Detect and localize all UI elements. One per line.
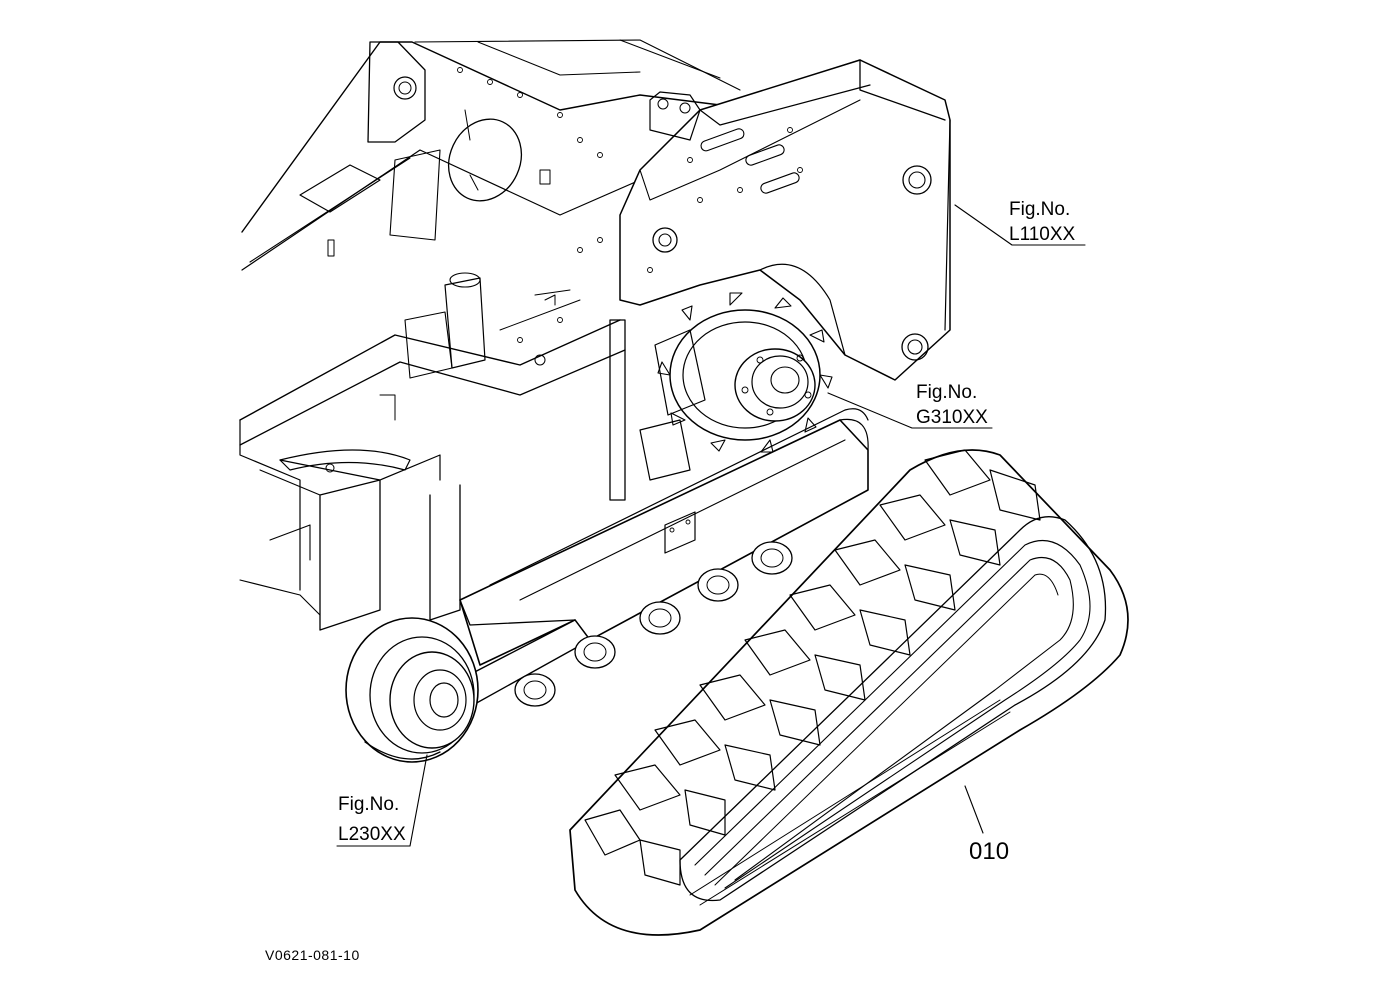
callout-track-part-number: 010 <box>969 838 1009 865</box>
frame-fasteners <box>457 67 603 343</box>
sprocket-teeth <box>657 292 833 453</box>
main-frame <box>239 39 946 631</box>
drive-sprocket-motor <box>654 292 833 453</box>
bottom-rollers <box>514 541 793 707</box>
track-frame-beam <box>439 408 869 721</box>
leader-lines <box>336 204 1086 847</box>
leader-frame <box>954 204 1086 246</box>
callout-drive: Fig.No. G310XX <box>916 382 988 428</box>
callout-idler-number: L230XX <box>338 824 406 845</box>
drawing-code: V0621-081-10 <box>265 947 360 963</box>
tower-fasteners <box>647 127 803 273</box>
hub-bolts <box>741 354 812 416</box>
side-tower-frame <box>619 59 951 381</box>
track-tread-lugs <box>584 449 1041 886</box>
callout-frame-prefix: Fig.No. <box>1009 199 1070 220</box>
callout-drive-number: G310XX <box>916 407 988 428</box>
rubber-track <box>569 449 1129 936</box>
leader-track <box>964 785 984 834</box>
leader-idler <box>336 754 428 847</box>
callout-frame: Fig.No. L110XX <box>1009 199 1076 245</box>
front-idler-wheel <box>345 617 479 763</box>
callout-idler: Fig.No. L230XX <box>338 794 406 845</box>
callout-drive-prefix: Fig.No. <box>916 382 977 403</box>
callout-frame-number: L110XX <box>1009 224 1076 245</box>
callout-idler-prefix: Fig.No. <box>338 794 399 815</box>
leader-drive <box>827 392 993 429</box>
